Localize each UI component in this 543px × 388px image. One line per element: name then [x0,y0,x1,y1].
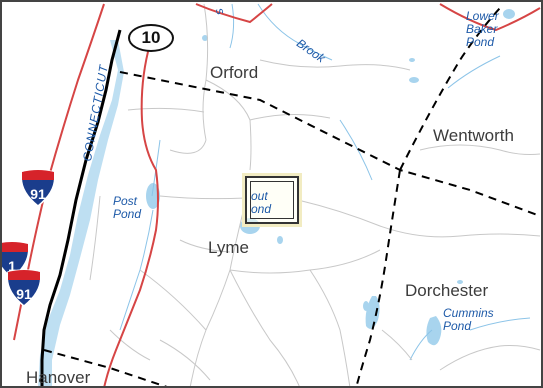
water-label-line: out [251,189,268,203]
water-label-line: Post [113,194,138,208]
water-label-line: Baker [466,22,498,36]
water-label-line: Pond [466,35,495,49]
route-10 [103,43,159,388]
town-orford: Orford [210,63,259,82]
interstate-partial-label-1: 1 [8,258,16,274]
selected-feature-inner-border [250,181,294,219]
pond-small-7 [202,35,208,41]
town-hanover: Hanover [26,368,91,387]
pond-small-5 [503,9,515,19]
pond-small-1 [277,236,283,244]
interstate-shield-icon [0,241,30,279]
water-label-cummins-pond: Cummins Pond [443,307,494,333]
route-25a-east [439,3,541,32]
water-label-line: ond [251,202,272,216]
water-label-line: Pond [113,207,142,221]
local-roads [89,3,541,388]
selected-feature-box[interactable]: out ond [245,176,299,224]
water-label-trout-pond: out ond [251,190,271,216]
cummins-pond [426,316,442,346]
connecticut-river [38,40,124,388]
state-line [40,29,122,388]
water-label-post-pond: Post Pond [113,195,141,221]
interstate-91-label: 91 [30,186,46,202]
route-10-shield: 10 [128,24,174,52]
town-dorchester: Dorchester [405,281,489,300]
water-label-line: Pond [443,319,472,333]
water-label-line: Cummins [443,306,494,320]
interstate-shield-icon [6,269,42,307]
route-10-shield-label: 10 [141,28,161,47]
interstate-partial-label-2: 91 [16,286,32,302]
route-25a [195,3,273,24]
pond-small-4 [363,301,369,311]
pond-small-6 [457,280,463,284]
water-label-line: Lower [466,9,499,23]
pond-small-3 [409,58,415,62]
interstate-shield-partial-1: 1 [0,240,32,280]
pond-small-2 [409,77,419,83]
water-label-lower-baker-pond: Lower Baker Pond [466,10,499,49]
water-features [38,9,515,388]
town-boundaries [43,7,541,388]
post-pond [146,183,160,209]
interstate-shield-partial-2: 91 [4,268,44,308]
pond-dorchester [365,296,380,329]
interstate-91-shield: 91 [18,168,58,208]
interstate-shield-icon [20,169,56,207]
town-wentworth: Wentworth [433,126,514,145]
town-lyme: Lyme [208,238,249,257]
